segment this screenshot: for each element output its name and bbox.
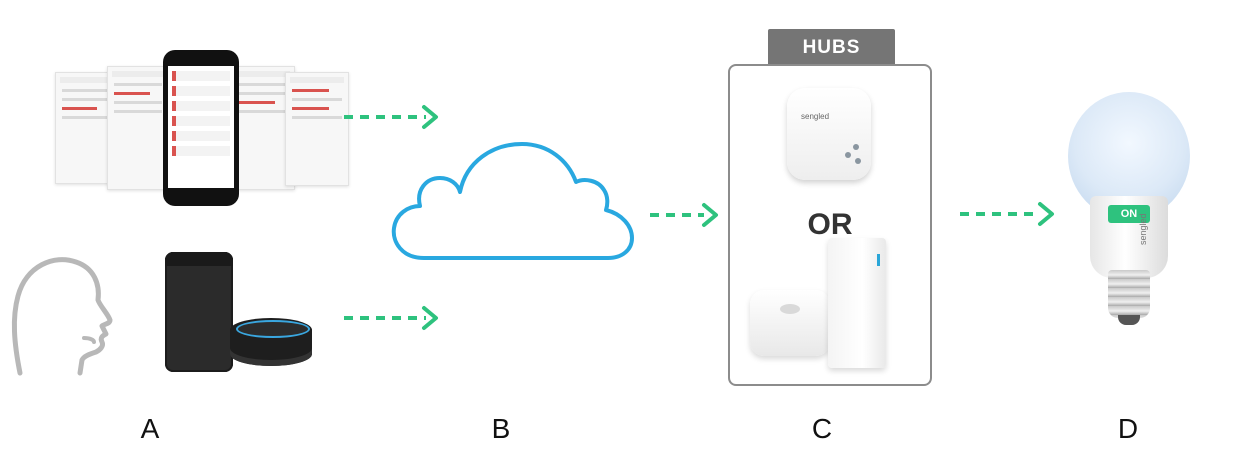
hub-led: [855, 158, 861, 164]
smart-switch-device: [828, 238, 886, 368]
label-d: D: [1117, 413, 1139, 444]
sengled-hub-device: sengled: [787, 88, 871, 180]
smartphone: [163, 50, 239, 206]
app-screen: [107, 66, 169, 190]
hub-led: [845, 152, 851, 158]
hub-led: [853, 144, 859, 150]
app-screen: [231, 66, 295, 190]
app-screen: [285, 72, 349, 186]
cloud-icon: [391, 142, 634, 260]
arrow-right-icon: [960, 202, 1054, 226]
hubs-title: HUBS: [768, 29, 895, 65]
arrow-right-icon: [344, 306, 438, 330]
bulb-screw-base: [1108, 270, 1150, 318]
arrow-right-icon: [650, 203, 718, 227]
smart-speaker-tall: [165, 252, 233, 372]
label-a: A: [140, 413, 160, 444]
bulb-on-badge: ON: [1108, 205, 1150, 223]
label-c: C: [811, 413, 833, 444]
arrow-right-icon: [344, 105, 438, 129]
phone-display: [168, 66, 234, 188]
bulb-contact: [1118, 315, 1140, 325]
bulb-brand-logo: sengled: [1138, 213, 1148, 245]
alternative-hub-device: [750, 290, 830, 356]
person-speaking-icon: [11, 257, 113, 376]
hub-brand-logo: sengled: [801, 112, 830, 121]
or-separator: OR: [807, 208, 853, 241]
smart-speaker-dot: [230, 318, 312, 366]
smartphone-app-collage: [55, 48, 355, 208]
label-b: B: [491, 413, 511, 444]
app-screen: [55, 72, 115, 184]
